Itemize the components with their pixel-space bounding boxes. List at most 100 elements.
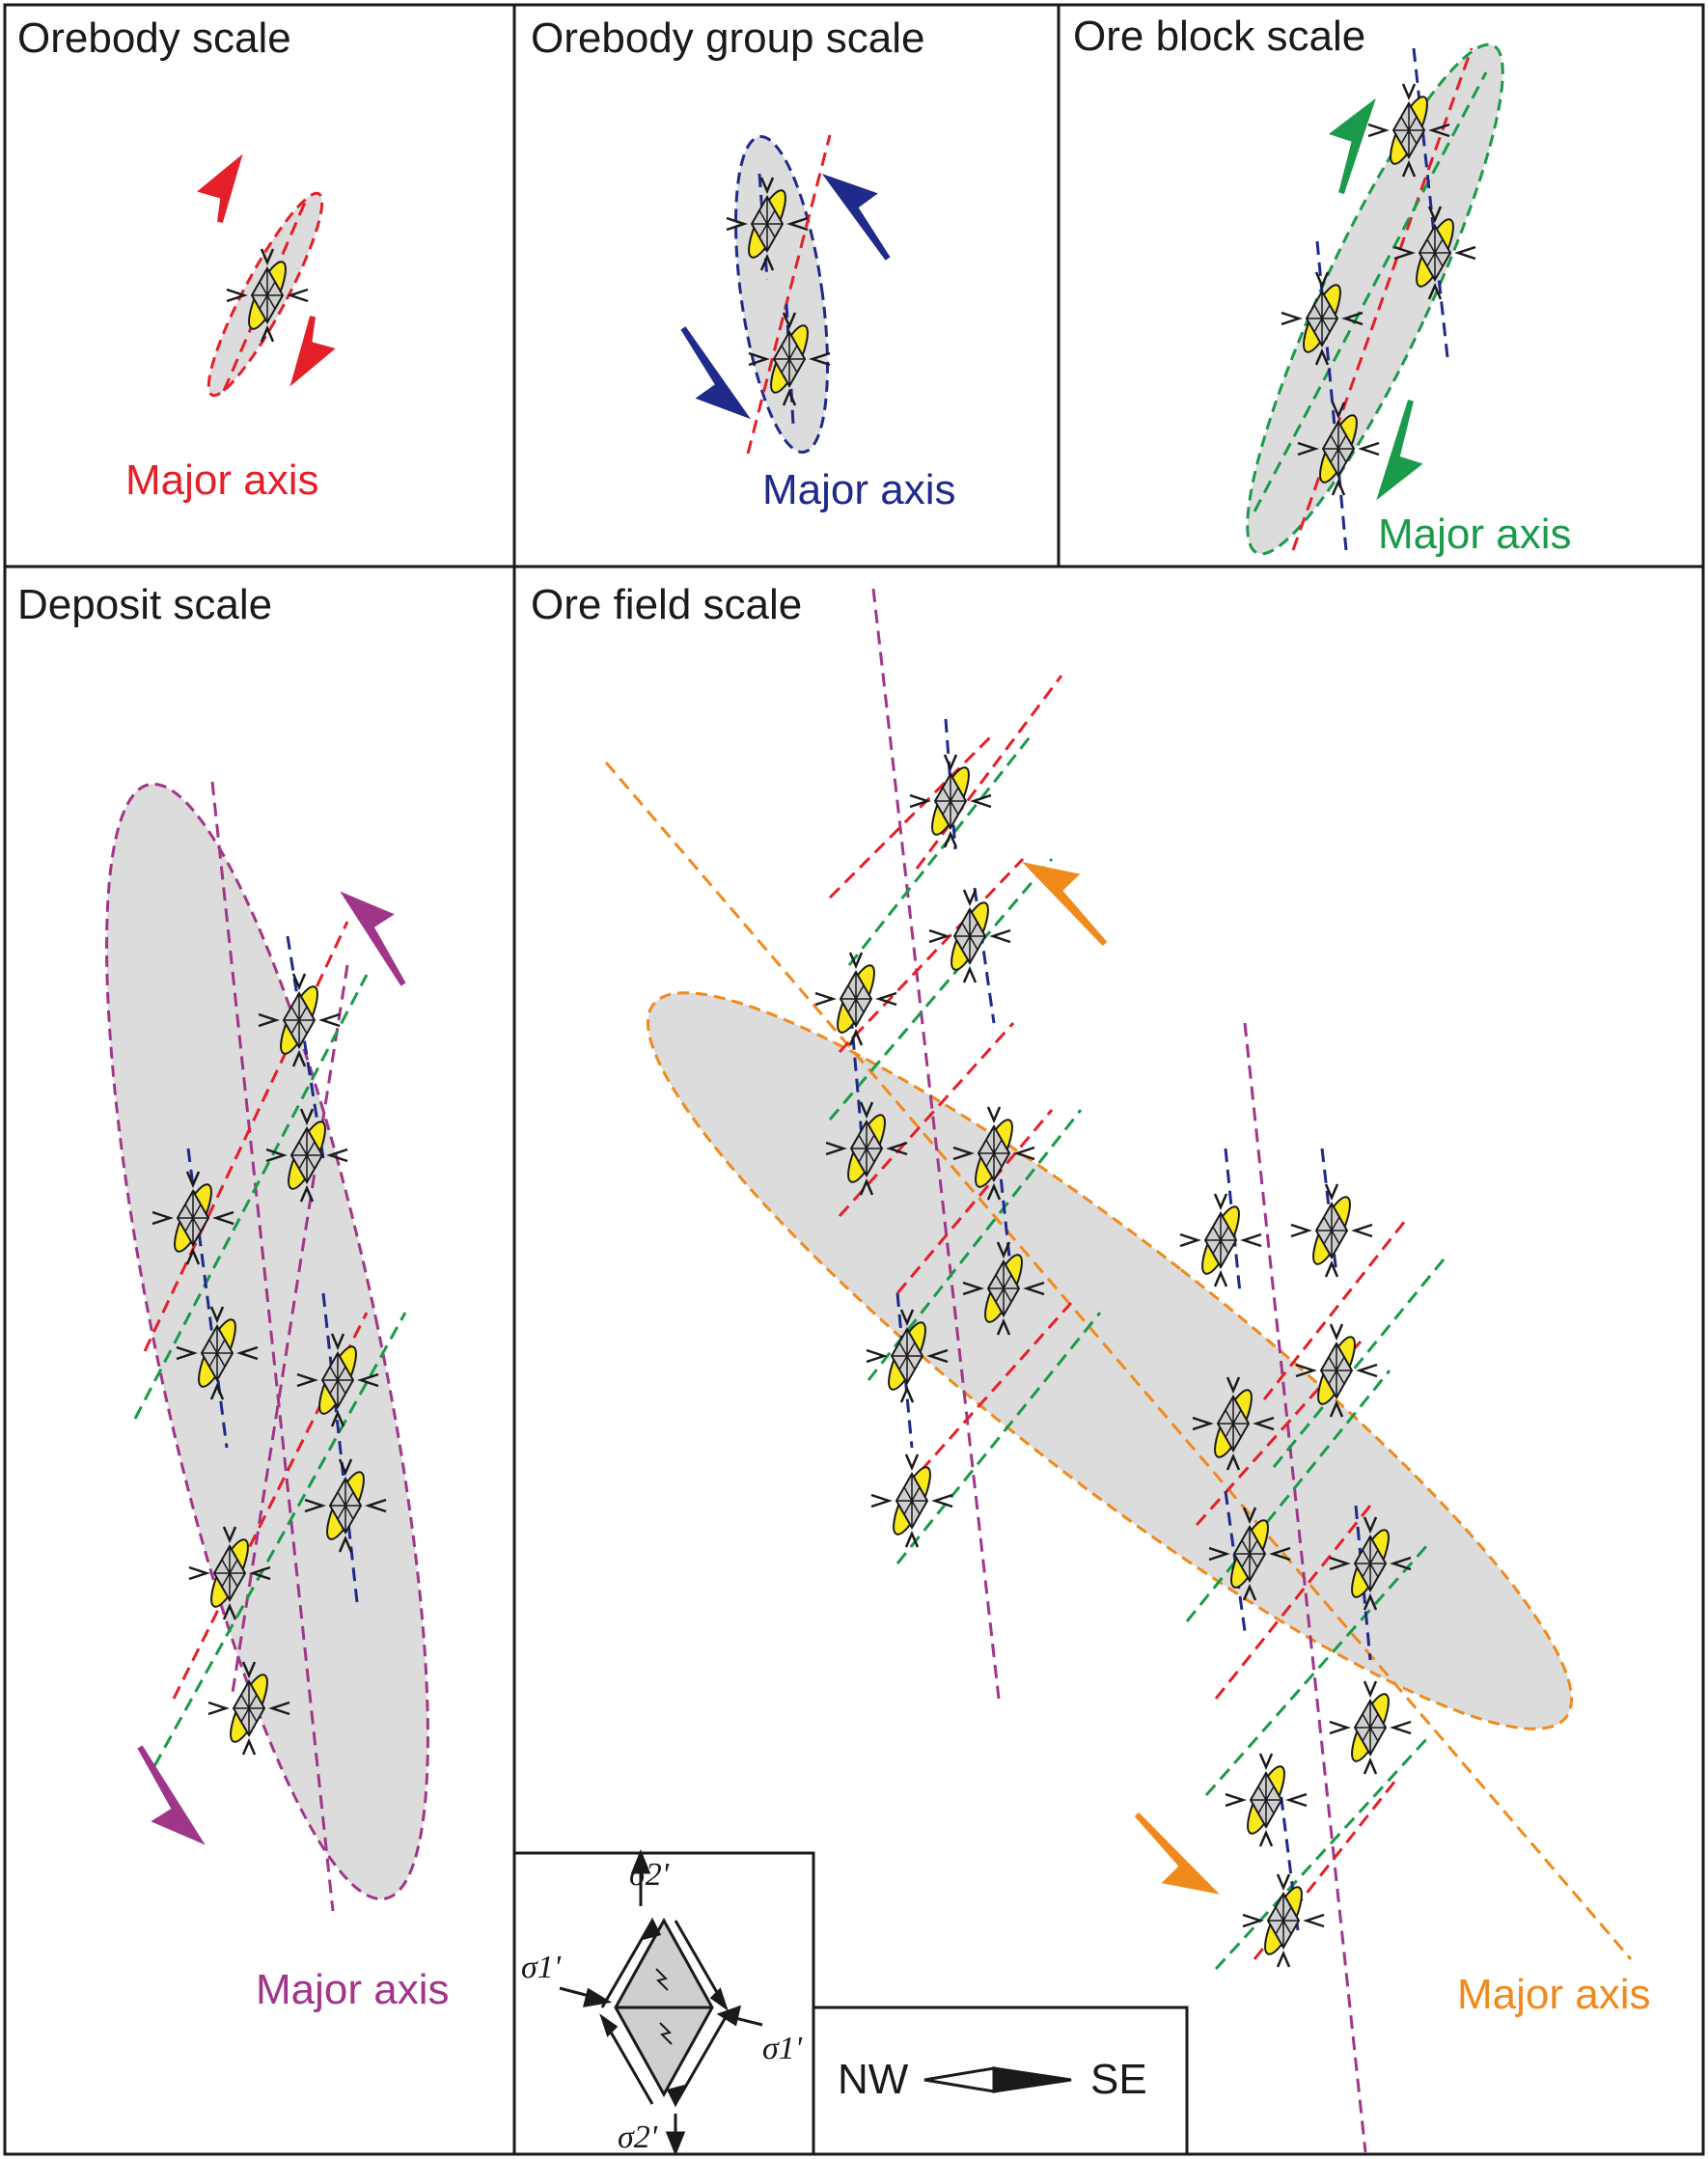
ore-unit-field-16 — [1242, 1873, 1325, 1968]
stress-arrows-mini — [265, 1108, 348, 1203]
ore-unit-field-7 — [870, 1453, 953, 1548]
fault-green-field-7 — [1272, 1254, 1449, 1468]
sigma2-label-bottom: σ2' — [618, 2119, 658, 2155]
stress-arrows-mini — [1393, 206, 1476, 300]
ore-unit-deposit-4 — [296, 1333, 379, 1427]
fault-green-field-5 — [1204, 1543, 1430, 1796]
stress-arrows-mini — [1297, 401, 1380, 496]
stress-arrows-mini — [726, 177, 809, 271]
fault-red-deposit-b — [172, 1312, 369, 1700]
ore-unit-field-0 — [909, 754, 992, 848]
panel-frames — [3, 3, 1705, 2156]
sigma1-label-right: σ1' — [762, 2031, 803, 2066]
shear-arrow-block-up — [1328, 97, 1376, 194]
stress-arrows-mini — [1367, 83, 1450, 178]
major-axis-label-deposit: Major axis — [256, 1966, 450, 2013]
ore-unit-field-12 — [1208, 1507, 1291, 1601]
ellipse-deposit — [105, 782, 429, 1901]
stress-arrows-mini — [304, 1458, 387, 1553]
rhomb-lines — [988, 1261, 1019, 1315]
major-axis-label-orebody: Major axis — [125, 457, 319, 504]
fault-green-field-0 — [847, 733, 1034, 966]
stress-arrows-mini — [909, 754, 992, 848]
rhomb-lines — [284, 993, 315, 1047]
sigma1-head-right — [716, 2005, 742, 2027]
ore-unit-block-a — [1367, 83, 1450, 178]
stress-arrows-mini — [1295, 1323, 1378, 1418]
stress-arrows-mini — [176, 1306, 259, 1400]
sigma2-head-down — [665, 2131, 686, 2157]
ore-unit-group-b — [748, 312, 831, 406]
shear-arrow-se — [674, 2016, 728, 2105]
shear-arrow-orebody-down — [289, 316, 336, 387]
sigma2-head-up — [630, 1848, 651, 1874]
compass-label-se: SE — [1090, 2056, 1147, 2103]
ore-unit-deposit-6 — [188, 1526, 271, 1620]
strain-ellipses — [105, 42, 1574, 1901]
rhomb-lines — [840, 972, 871, 1026]
rhomb-lines — [178, 1191, 208, 1245]
rhomb-lines — [1316, 1204, 1347, 1258]
rhomb-lines — [1321, 1343, 1352, 1398]
rhomb-lines — [935, 774, 966, 828]
stress-arrows-mini — [1179, 1193, 1262, 1287]
compass-label-nw: NW — [838, 2056, 909, 2103]
stress-arrows-mini — [825, 1101, 908, 1196]
ore-unit-deposit-1 — [265, 1108, 348, 1203]
stress-arrows-mini — [226, 248, 309, 343]
shear-head-ne — [709, 1987, 729, 2011]
fault-red-field-9 — [915, 675, 1063, 870]
inset-frame — [512, 1851, 815, 2156]
rhomb-lines — [1234, 1527, 1265, 1581]
ore-unit-block-d — [1297, 401, 1380, 496]
stress-arrows-mini — [1192, 1376, 1275, 1471]
rhomb-lines — [892, 1329, 923, 1383]
ore-unit-field-11 — [1295, 1323, 1378, 1418]
ore-unit-deposit-0 — [258, 973, 341, 1067]
rhomb-lines — [1218, 1397, 1249, 1451]
rhomb-lines — [896, 1474, 927, 1528]
ore-unit-field-5 — [962, 1241, 1045, 1336]
stress-arrows-mini — [1329, 1516, 1412, 1611]
shear-head-nw — [642, 1917, 662, 1941]
ore-unit-field-10 — [1192, 1376, 1275, 1471]
compass-arrow-se — [992, 2066, 1072, 2093]
stress-arrows-mini — [152, 1171, 234, 1265]
rhomb-lines — [252, 268, 283, 322]
panel-title-deposit: Deposit scale — [17, 581, 273, 628]
fault-red-group — [746, 134, 832, 455]
fault-red-field-7 — [1253, 1775, 1401, 1960]
compass — [923, 2066, 1072, 2093]
ore-unit-orebody — [226, 248, 309, 343]
stress-arrows-mini — [748, 312, 831, 406]
stress-arrows-mini — [962, 1241, 1045, 1336]
ellipse-block — [1246, 42, 1504, 556]
ore-unit-deposit-5 — [304, 1458, 387, 1553]
rhomb-lines — [234, 1681, 264, 1735]
shear-arrow-deposit-up — [340, 891, 406, 986]
shear-arrow-block-down — [1376, 400, 1423, 501]
stress-arrows-mini — [207, 1661, 290, 1756]
rhomb-lines — [202, 1326, 233, 1380]
ore-unit-field-9 — [1290, 1183, 1373, 1278]
shear-arrow-deposit-down — [137, 1745, 206, 1845]
stress-arrows-mini — [188, 1526, 271, 1620]
fault-green-deposit-b — [152, 1312, 407, 1767]
stress-arrows-mini — [870, 1453, 953, 1548]
fault-green-field-4 — [1185, 1370, 1391, 1622]
fault-blue-field-8 — [1354, 1505, 1372, 1661]
ellipse-field — [646, 991, 1574, 1730]
major-axis-label-field: Major axis — [1457, 1971, 1651, 2018]
panel-title-ore-field: Ore field scale — [531, 581, 803, 628]
fault-purple-deposit-b — [230, 964, 349, 1700]
fracture-mark-lower — [659, 2022, 673, 2045]
stress-arrows-mini — [1281, 271, 1364, 366]
rhomb-lines — [1307, 291, 1337, 346]
rhomb-lines — [1268, 1894, 1299, 1948]
shear-arrow-orebody-up — [197, 153, 243, 223]
ore-unit-field-4 — [952, 1106, 1035, 1201]
shear-arrow-nw — [600, 1920, 654, 2008]
panel-title-orebody: Orebody scale — [17, 14, 291, 62]
